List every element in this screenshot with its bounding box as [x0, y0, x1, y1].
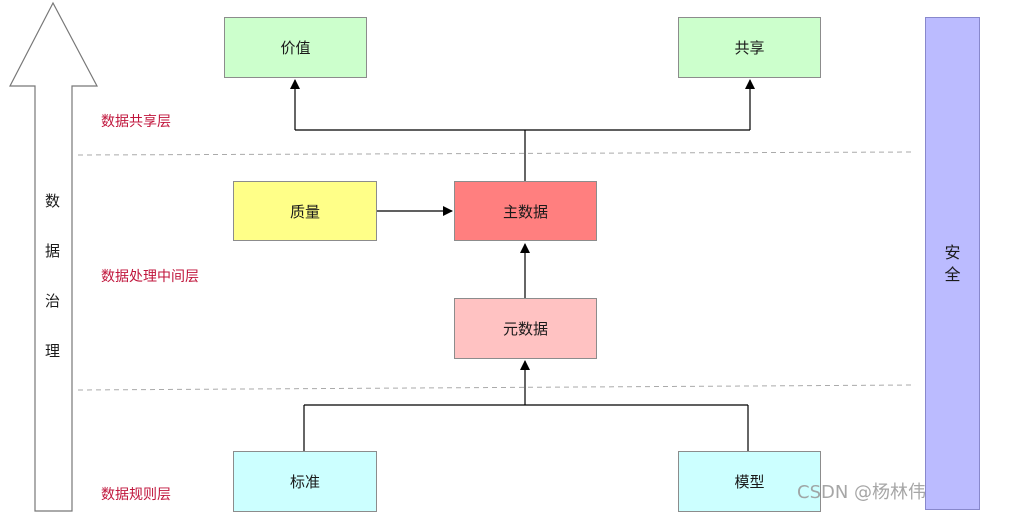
layer-label-rules: 数据规则层: [101, 487, 171, 503]
box-standard: 标准: [233, 451, 377, 512]
governance-label: 数 据 治 理: [45, 190, 60, 390]
governance-char: 据: [45, 242, 61, 260]
governance-up-arrow: [9, 1, 98, 512]
governance-char: 治: [45, 292, 61, 310]
box-value: 价值: [224, 17, 367, 78]
box-master-data: 主数据: [454, 181, 597, 241]
box-model: 模型: [678, 451, 821, 512]
layer-label-share: 数据共享层: [101, 114, 171, 130]
governance-char: 数: [45, 192, 61, 210]
layer-divider-bottom: [77, 384, 916, 391]
box-security: 安 全: [925, 17, 980, 510]
security-char: 全: [944, 264, 961, 284]
layer-label-processing: 数据处理中间层: [101, 269, 199, 285]
security-char: 安: [944, 242, 961, 262]
box-metadata: 元数据: [454, 298, 597, 359]
box-quality: 质量: [233, 181, 377, 241]
layer-divider-top: [77, 151, 916, 156]
governance-char: 理: [45, 342, 61, 360]
watermark: CSDN @杨林伟: [797, 482, 927, 503]
box-share: 共享: [678, 17, 821, 78]
